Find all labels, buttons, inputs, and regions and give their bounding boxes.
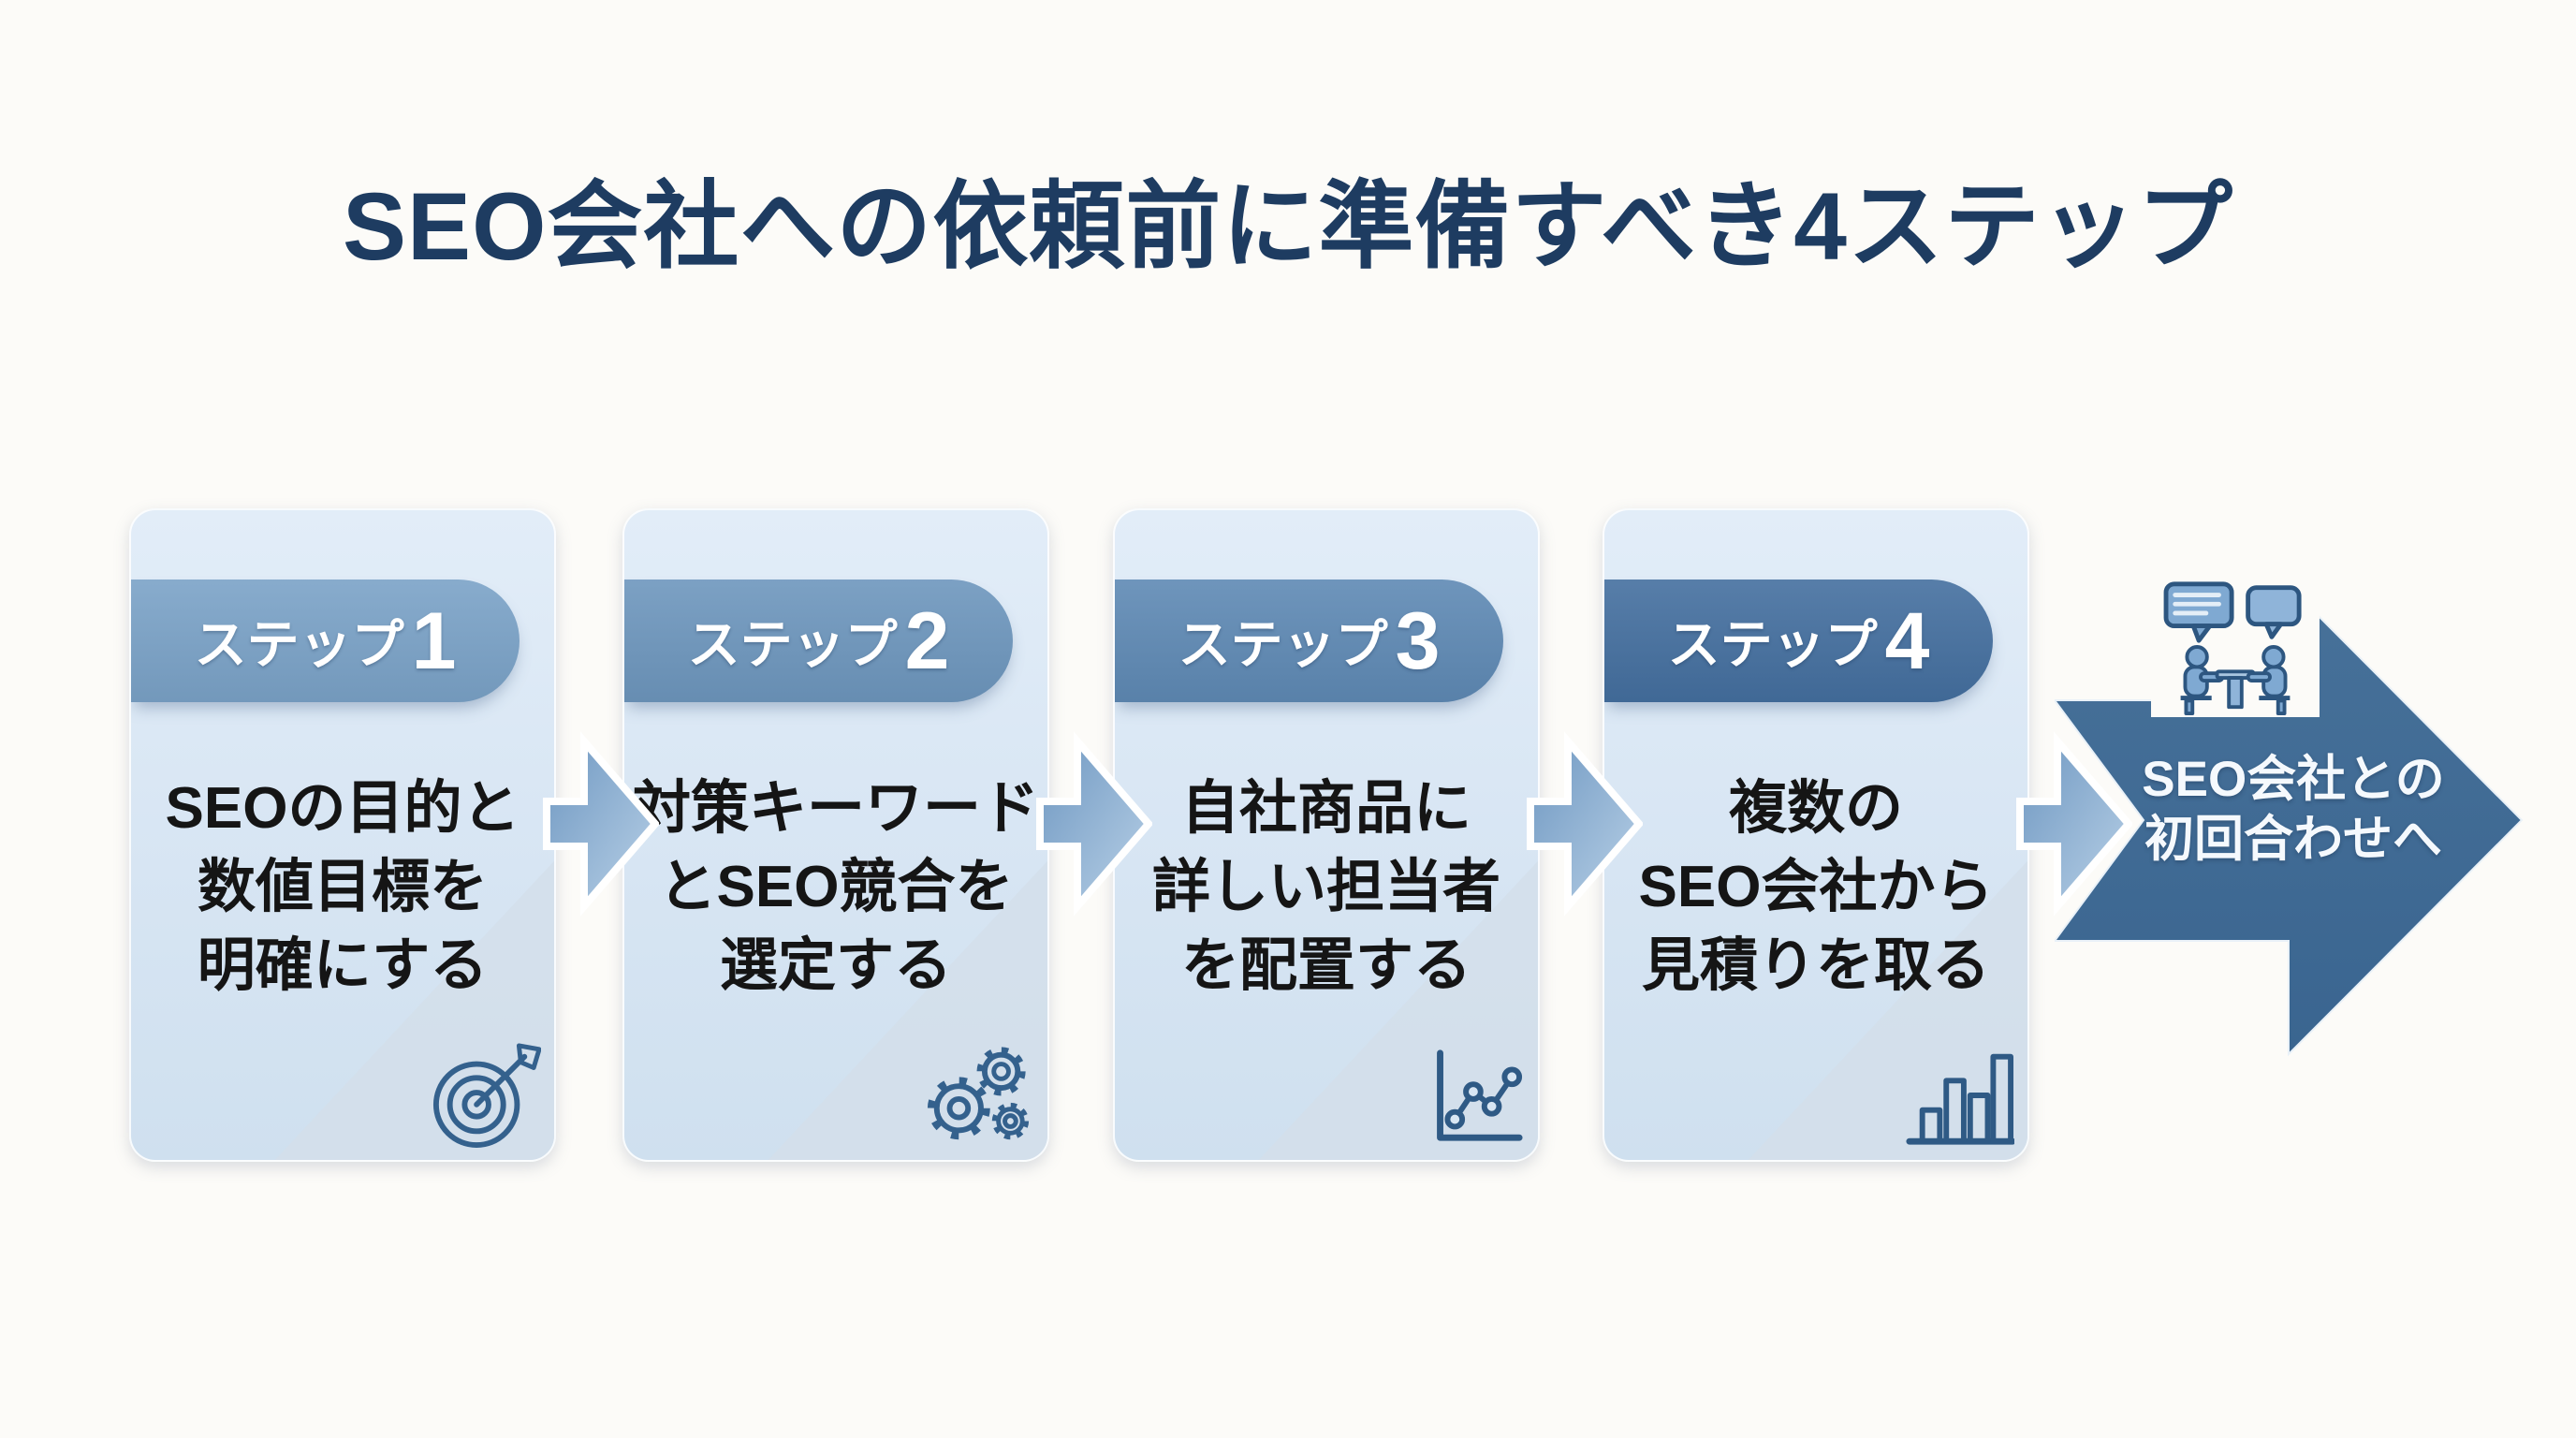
text-line: SEOの目的と <box>165 776 520 841</box>
text-line: とSEO競合を <box>658 855 1014 919</box>
text-line: 詳しい担当者 <box>1151 855 1500 919</box>
step-badge-1: ステップ 1 <box>131 580 520 702</box>
text-line: 初回合わせへ <box>2144 812 2442 867</box>
step-badge-4: ステップ 4 <box>1604 580 1993 702</box>
step-badge-label: ステップ <box>687 615 898 674</box>
bar-chart-icon <box>1906 1053 2014 1145</box>
step-card-2: ステップ 2 対策キーワード とSEO競合を 選定する <box>622 508 1049 1162</box>
text-line: 数値目標を <box>197 855 488 919</box>
gears-icon <box>927 1047 1030 1140</box>
step-description: 自社商品に 詳しい担当者 を配置する <box>1122 770 1530 1005</box>
connector-arrow-1 <box>543 731 659 917</box>
page-title: SEO会社への依頼前に準備すべき4ステップ <box>343 173 2233 280</box>
step-description: 複数の SEO会社から 見積りを取る <box>1612 770 2020 1005</box>
text-line: 明確にする <box>197 933 489 998</box>
text-line: を配置する <box>1180 933 1471 998</box>
step-card-4: ステップ 4 複数の SEO会社から 見積りを取る <box>1603 508 2029 1162</box>
text-line: 対策キーワード <box>632 776 1039 841</box>
step-badge-number: 4 <box>1884 595 1930 686</box>
text-line: 自社商品に <box>1180 776 1471 841</box>
step-badge-2: ステップ 2 <box>624 580 1013 702</box>
step-badge-3: ステップ 3 <box>1115 580 1503 702</box>
step-badge-number: 3 <box>1395 595 1441 686</box>
line-chart-icon <box>1437 1049 1523 1141</box>
step-description: SEOの目的と 数値目標を 明確にする <box>139 770 547 1005</box>
meeting-icon <box>2163 581 2302 715</box>
step-badge-label: ステップ <box>1667 615 1878 674</box>
step-card-3: ステップ 3 自社商品に 詳しい担当者 を配置する <box>1113 508 1540 1162</box>
step-badge-number: 1 <box>411 595 457 686</box>
text-line: 複数の <box>1728 776 1903 841</box>
step-badge-label: ステップ <box>194 615 404 674</box>
connector-arrow-4 <box>2016 731 2132 917</box>
step-card-1: ステップ 1 SEOの目的と 数値目標を 明確にする <box>129 508 556 1162</box>
step-badge-number: 2 <box>904 595 950 686</box>
connector-arrow-2 <box>1036 731 1152 917</box>
text-line: 選定する <box>719 933 952 998</box>
connector-arrow-3 <box>1527 731 1643 917</box>
step-description: 対策キーワード とSEO競合を 選定する <box>632 770 1040 1005</box>
text-line: 見積りを取る <box>1641 933 1990 998</box>
target-icon <box>432 1043 541 1149</box>
text-line: SEO会社から <box>1638 855 1994 919</box>
final-arrow-text: SEO会社との 初回合わせへ <box>2134 750 2452 870</box>
step-badge-label: ステップ <box>1178 615 1388 674</box>
text-line: SEO会社との <box>2142 752 2445 807</box>
